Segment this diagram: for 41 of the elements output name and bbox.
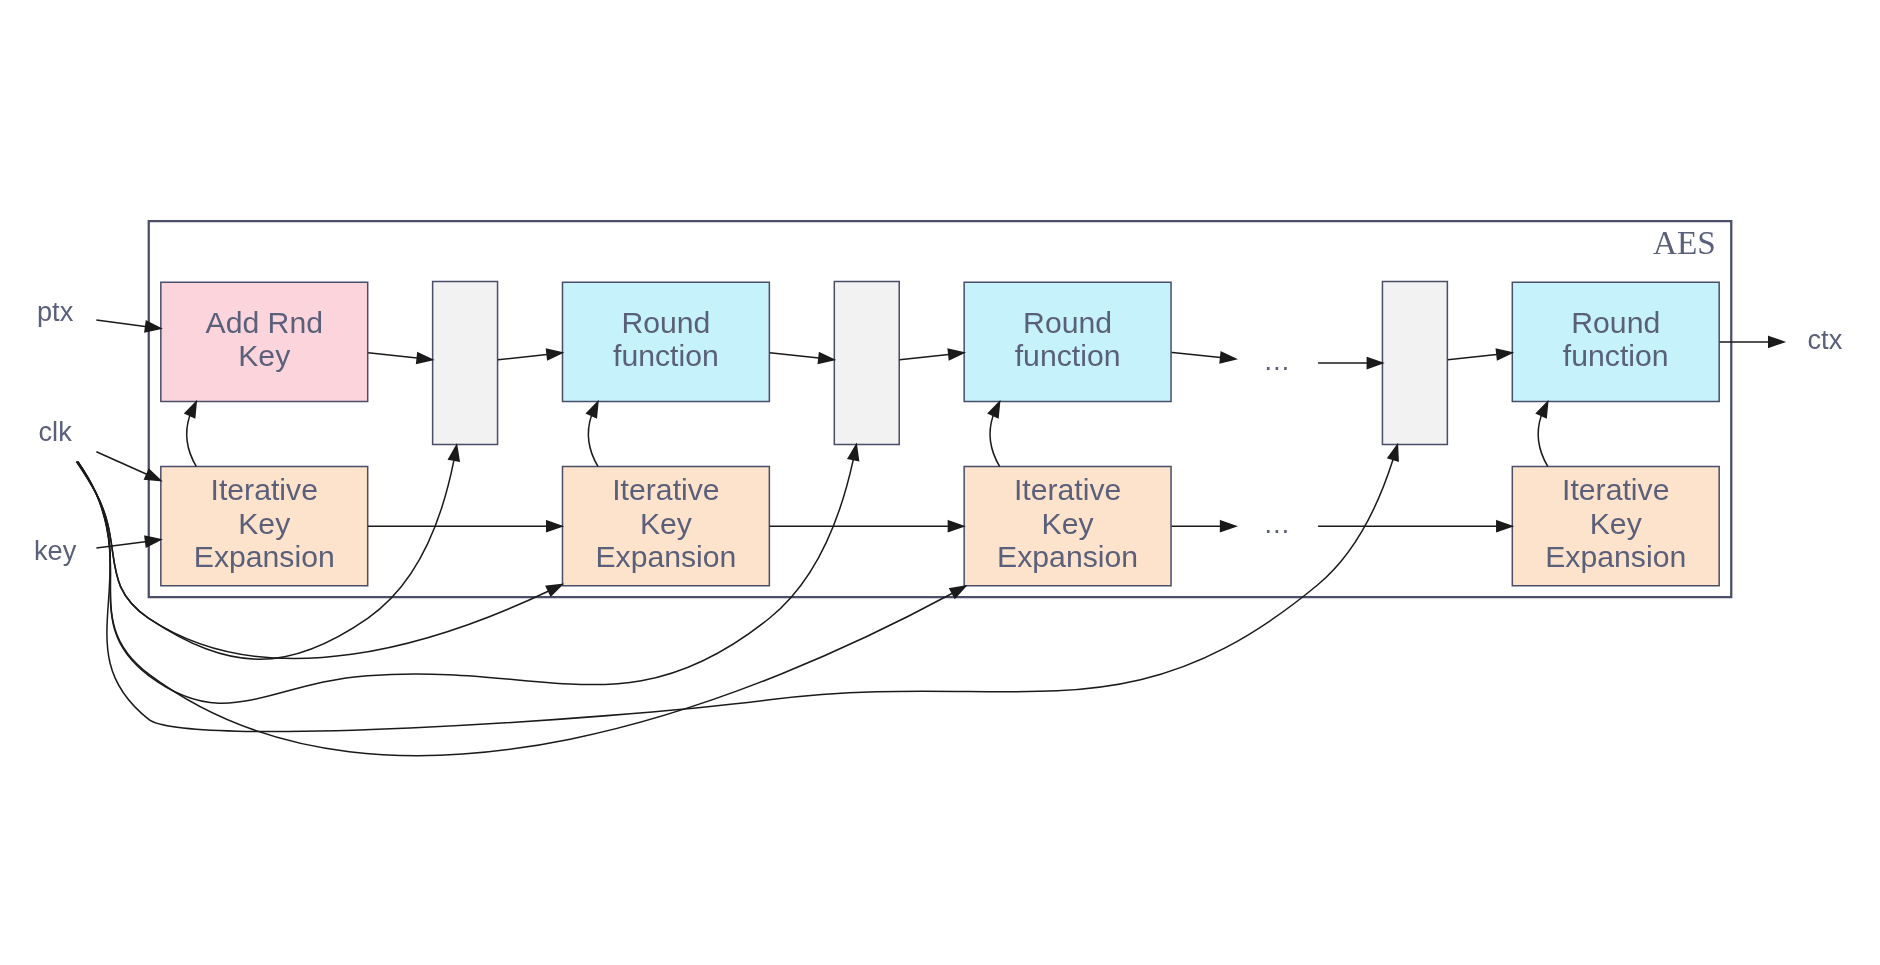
arrow xyxy=(1317,356,1385,370)
arrow xyxy=(95,535,163,549)
arrow xyxy=(76,461,968,757)
arrow xyxy=(95,319,163,333)
arrow xyxy=(1535,399,1549,468)
node-box: Round function xyxy=(963,281,1172,403)
arrow xyxy=(1317,519,1515,533)
node-box: Round function xyxy=(561,281,771,403)
node-text: clk xyxy=(38,415,72,447)
node-text: … xyxy=(1263,344,1291,376)
node-box xyxy=(1381,280,1449,446)
arrow xyxy=(95,451,163,482)
arrow xyxy=(75,460,565,660)
arrow xyxy=(183,399,198,468)
arrow xyxy=(585,399,599,468)
arrow xyxy=(497,348,565,361)
arrow xyxy=(768,519,966,533)
node-box xyxy=(431,280,499,446)
arrow xyxy=(75,442,461,660)
node-box: Iterative Key Expansion xyxy=(561,465,771,587)
node-box: Iterative Key Expansion xyxy=(160,465,369,587)
arrow xyxy=(76,442,860,704)
arrow xyxy=(1718,335,1787,349)
arrow xyxy=(367,519,565,533)
node-text: ptx xyxy=(36,296,74,328)
arrow xyxy=(77,442,1399,733)
node-box: Add Rnd Key xyxy=(160,281,369,403)
node-box: Round function xyxy=(1511,281,1720,403)
node-box: Iterative Key Expansion xyxy=(963,465,1172,587)
arrow xyxy=(769,351,837,365)
arrow xyxy=(898,348,967,361)
node-box: Iterative Key Expansion xyxy=(1511,465,1720,587)
node-text: ctx xyxy=(1807,323,1843,355)
arrow xyxy=(367,351,435,365)
arrow xyxy=(1170,351,1238,364)
arrow xyxy=(987,399,1001,468)
arrow xyxy=(1447,348,1515,361)
node-text: … xyxy=(1263,507,1291,539)
node-text: key xyxy=(33,534,77,566)
arrow xyxy=(1170,519,1238,533)
node-box xyxy=(833,280,900,446)
